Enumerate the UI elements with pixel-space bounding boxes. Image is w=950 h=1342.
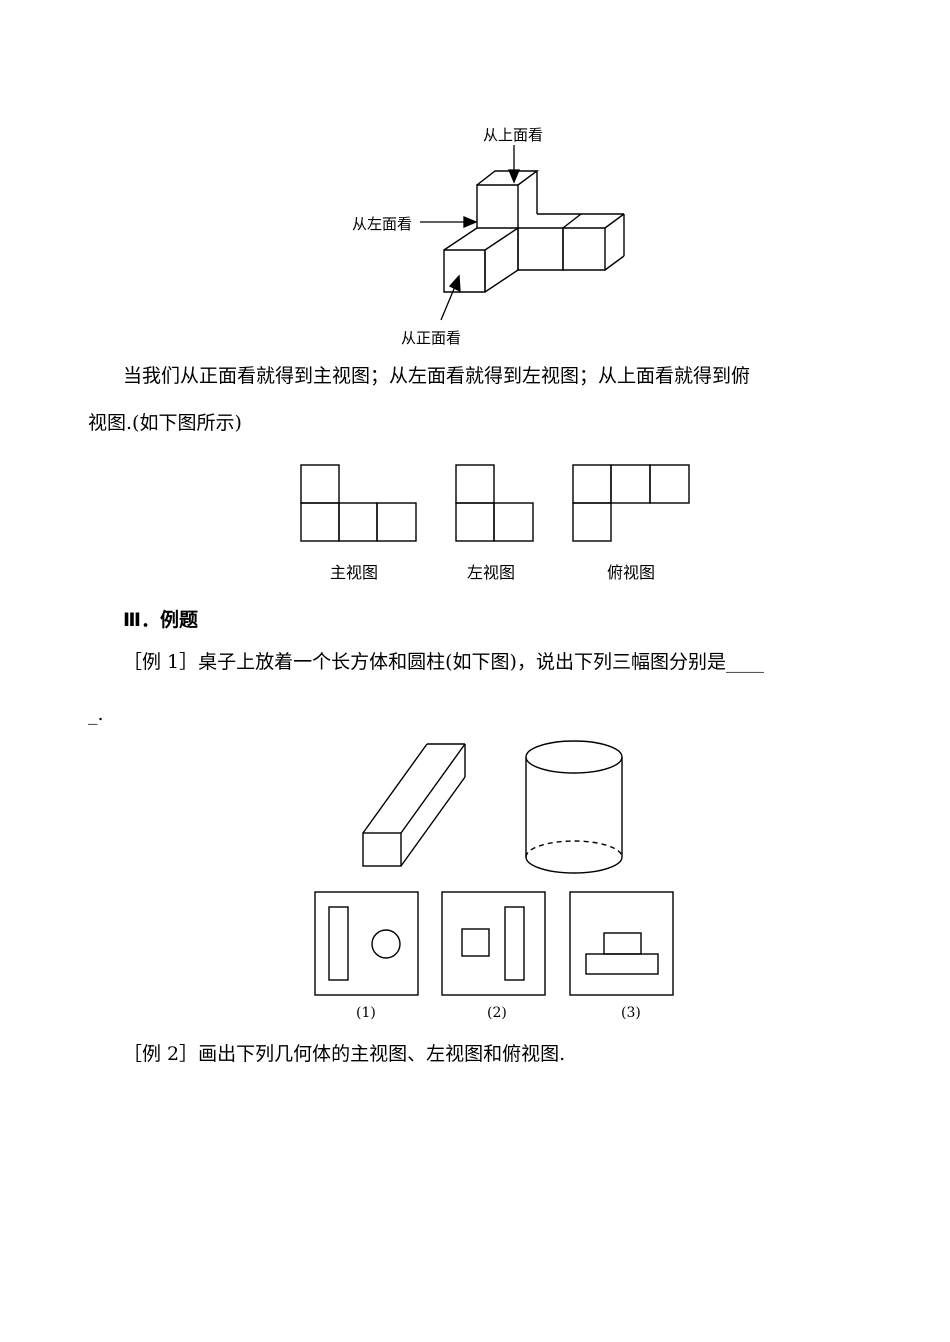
caption-view-1: (1) xyxy=(356,1005,376,1021)
caption-left-view: 左视图 xyxy=(467,563,516,582)
section-heading-examples: Ⅲ．例题 xyxy=(123,609,198,631)
three-views-figure xyxy=(300,464,690,542)
label-from-top: 从上面看 xyxy=(483,126,544,144)
example1-line1: ［例 1］桌子上放着一个长方体和圆柱(如下图)，说出下列三幅图分别是____ xyxy=(123,651,764,673)
paragraph-views-line2: 视图.(如下图所示) xyxy=(88,412,242,434)
cube-arrangement-figure xyxy=(420,145,625,321)
example2-line: ［例 2］画出下列几何体的主视图、左视图和俯视图. xyxy=(123,1043,566,1065)
caption-view-2: (2) xyxy=(487,1005,507,1021)
caption-view-3: (3) xyxy=(621,1005,641,1021)
example1-line2: _. xyxy=(88,703,104,725)
caption-top-view: 俯视图 xyxy=(607,563,656,582)
label-from-left: 从左面看 xyxy=(352,215,413,233)
paragraph-views-line1: 当我们从正面看就得到主视图；从左面看就得到左视图；从上面看就得到俯 xyxy=(123,365,751,387)
label-from-front: 从正面看 xyxy=(401,329,462,347)
cuboid-cylinder-figure xyxy=(314,740,674,996)
caption-front-view: 主视图 xyxy=(330,563,379,582)
